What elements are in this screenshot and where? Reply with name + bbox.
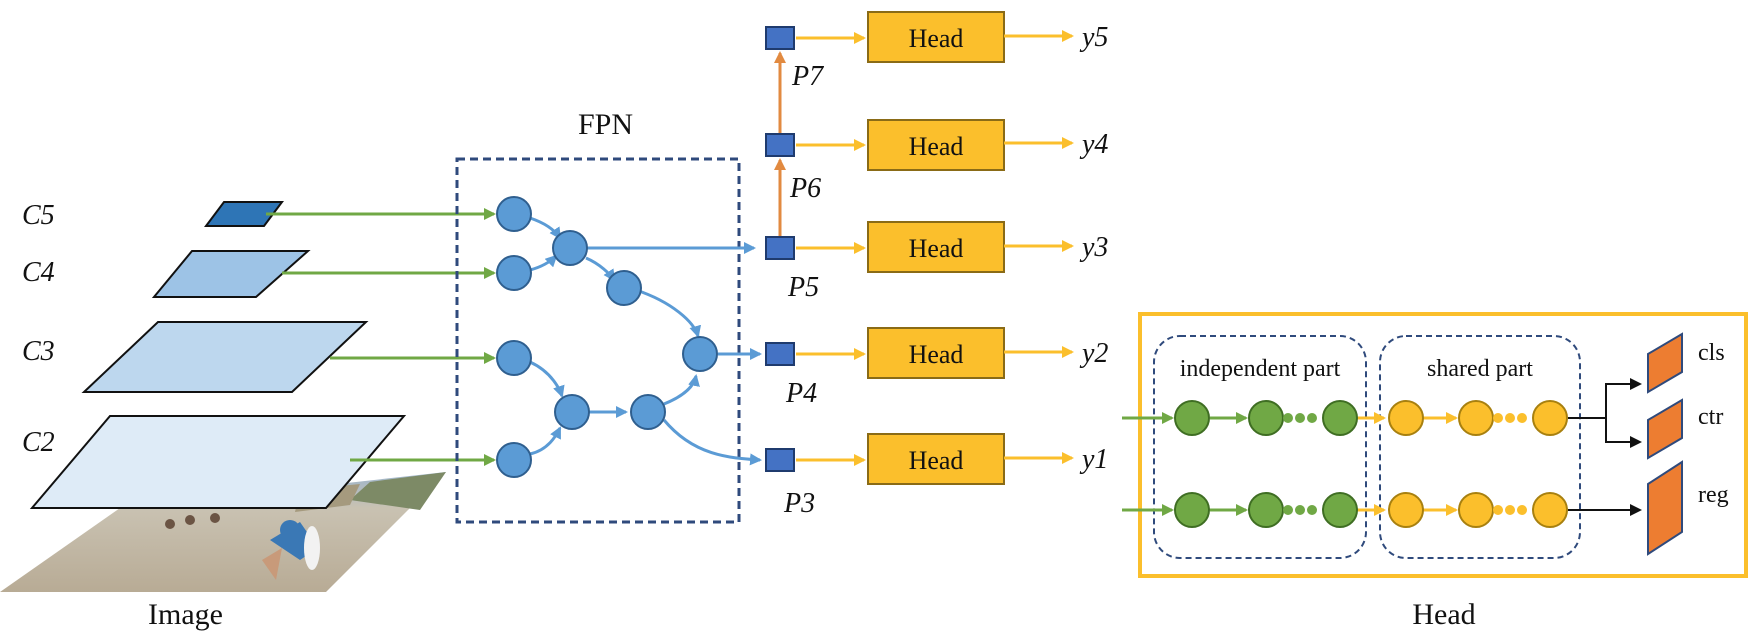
ctr-output bbox=[1647, 398, 1683, 460]
reg-output bbox=[1647, 460, 1683, 556]
pyramid-box-p6 bbox=[765, 133, 795, 157]
label-ctr: ctr bbox=[1698, 404, 1723, 430]
output-y2: y2 bbox=[1079, 338, 1108, 369]
output-y5: y5 bbox=[1079, 22, 1108, 53]
backbone-layer-c5 bbox=[204, 201, 284, 227]
fpn-node-mid-bottom bbox=[630, 394, 666, 430]
head-detail-panel bbox=[1138, 312, 1748, 578]
label-c5: C5 bbox=[22, 200, 55, 231]
label-p4: P4 bbox=[785, 378, 817, 409]
label-c4: C4 bbox=[22, 257, 55, 288]
fpn-node-c5-in bbox=[496, 196, 532, 232]
head-box-p4 bbox=[867, 327, 1005, 379]
backbone-layer-c3 bbox=[81, 321, 369, 393]
fpn-node-merge-top bbox=[552, 230, 588, 266]
label-shared-part: shared part bbox=[1427, 356, 1533, 382]
head-box-p3 bbox=[867, 433, 1005, 485]
label-cls: cls bbox=[1698, 340, 1725, 366]
pyramid-box-p7 bbox=[765, 26, 795, 50]
backbone-layer-c4 bbox=[151, 250, 311, 298]
label-image: Image bbox=[148, 598, 223, 631]
fpn-node-mid-top bbox=[606, 270, 642, 306]
head-label-p5: Head bbox=[909, 234, 964, 263]
output-y3: y3 bbox=[1079, 232, 1108, 263]
head-box-p7 bbox=[867, 11, 1005, 63]
fpn-box bbox=[455, 157, 741, 524]
label-fpn: FPN bbox=[578, 108, 633, 141]
pyramid-box-p4 bbox=[765, 342, 795, 366]
head-label-p6: Head bbox=[909, 132, 964, 161]
label-c2: C2 bbox=[22, 427, 55, 458]
label-p7: P7 bbox=[791, 61, 824, 92]
fpn-node-c4-in bbox=[496, 255, 532, 291]
input-image bbox=[0, 472, 446, 592]
head-label-p7: Head bbox=[909, 24, 964, 53]
cls-output bbox=[1647, 332, 1683, 394]
label-c3: C3 bbox=[22, 336, 55, 367]
fpn-node-p4-out bbox=[682, 336, 718, 372]
output-y1: y1 bbox=[1079, 444, 1108, 475]
label-independent-part: independent part bbox=[1180, 356, 1341, 382]
independent-part-box bbox=[1153, 335, 1367, 559]
fpn-node-merge-bottom bbox=[554, 394, 590, 430]
head-label-p4: Head bbox=[909, 340, 964, 369]
label-p3: P3 bbox=[783, 488, 815, 519]
head-output-arrows bbox=[1568, 378, 1642, 516]
shared-part-box bbox=[1379, 335, 1581, 559]
label-head-title: Head bbox=[1412, 598, 1475, 631]
backbone-layer-c2 bbox=[29, 415, 407, 509]
head-label-p3: Head bbox=[909, 446, 964, 475]
label-p6: P6 bbox=[789, 173, 821, 204]
pyramid-box-p3 bbox=[765, 448, 795, 472]
head-box-p6 bbox=[867, 119, 1005, 171]
label-p5: P5 bbox=[787, 272, 819, 303]
pyramid-box-p5 bbox=[765, 236, 795, 260]
head-branch-bottom bbox=[1174, 492, 1568, 528]
output-y4: y4 bbox=[1079, 129, 1108, 160]
head-branch-top bbox=[1174, 400, 1568, 436]
fpn-node-c3-in bbox=[496, 340, 532, 376]
label-reg: reg bbox=[1698, 482, 1729, 508]
fpn-node-c2-in bbox=[496, 442, 532, 478]
